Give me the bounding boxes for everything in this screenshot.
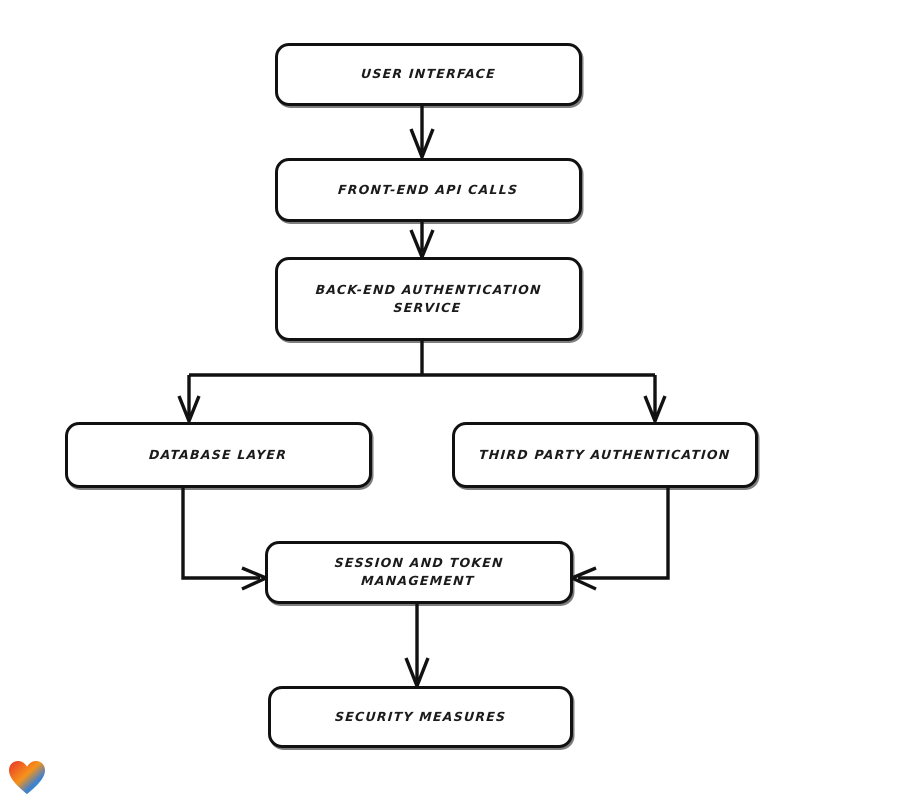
edge-backend-to-thirdparty [643, 375, 667, 426]
node-front-end-api-calls[interactable]: FRONT-END API CALLS [275, 158, 582, 222]
node-security-measures[interactable]: SECURITY MEASURES [268, 686, 573, 748]
node-third-party-authentication[interactable]: THIRD PARTY AUTHENTICATION [452, 422, 758, 488]
edge-backend-to-database [177, 375, 201, 426]
node-database-layer[interactable]: DATABASE LAYER [65, 422, 372, 488]
node-third-party-authentication-label: THIRD PARTY AUTHENTICATION [478, 446, 732, 462]
node-user-interface[interactable]: USER INTERFACE [275, 43, 582, 106]
edge-session-to-security [404, 604, 430, 691]
node-session-and-token-management-label: SESSION AND TOKEN MANAGEMENT [334, 555, 505, 589]
node-back-end-authentication-service-label: BACK-END AUTHENTICATION SERVICE [315, 281, 543, 315]
node-security-measures-label: SECURITY MEASURES [334, 708, 507, 724]
edge-backend-split-stem [189, 341, 655, 377]
node-database-layer-label: DATABASE LAYER [148, 446, 289, 462]
edge-thirdparty-to-session [567, 488, 670, 591]
node-back-end-authentication-service[interactable]: BACK-END AUTHENTICATION SERVICE [275, 257, 582, 341]
node-user-interface-label: USER INTERFACE [360, 66, 497, 82]
node-session-and-token-management[interactable]: SESSION AND TOKEN MANAGEMENT [265, 541, 573, 604]
edge-ui-to-frontend [409, 106, 435, 162]
edge-database-to-session [181, 488, 271, 591]
edge-frontend-to-backend [409, 222, 435, 262]
node-front-end-api-calls-label: FRONT-END API CALLS [337, 181, 520, 197]
heart-icon [9, 760, 45, 795]
